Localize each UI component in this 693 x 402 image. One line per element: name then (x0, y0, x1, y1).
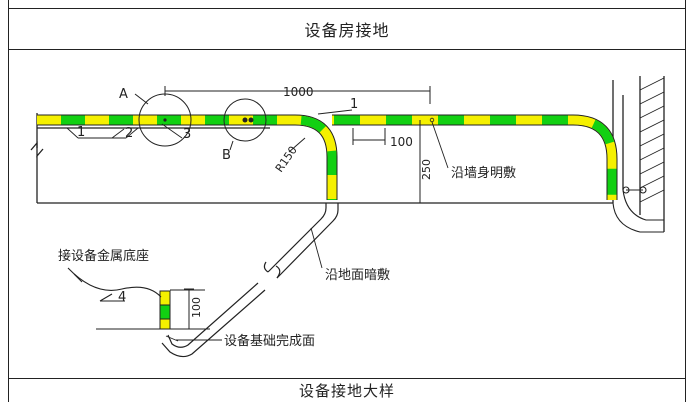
tag-3: 3 (183, 127, 191, 142)
equipment-base-label: 接设备金属底座 (58, 248, 149, 264)
tag-1-left: 1 (77, 125, 85, 140)
detail-circle-b (223, 98, 267, 142)
lead-wire (67, 267, 162, 298)
wall-surface-label: 沿墙身明敷 (451, 165, 516, 181)
detail-label-a: A (119, 87, 128, 102)
detail-title: 设备接地大样 (298, 382, 395, 400)
bolt-dots (163, 117, 435, 123)
foundation-finish-label: 设备基础完成面 (224, 333, 315, 349)
page-title: 设备房接地 (304, 21, 390, 40)
footer-bar: 设备接地大样 (8, 378, 686, 402)
leader-a (134, 93, 149, 105)
tag-2: 2 (125, 126, 133, 141)
detail-label-b: B (222, 148, 231, 163)
equipment-stub (159, 290, 171, 330)
wall-entry (612, 186, 664, 233)
drawing-frame (8, 0, 686, 402)
title-bar: 设备房接地 (8, 8, 686, 50)
floor-concealed-label: 沿地面暗敷 (325, 268, 390, 283)
dimension-1000: 1000 (283, 85, 314, 99)
radius-label: R150 (273, 144, 300, 175)
tag-leaders (66, 109, 449, 342)
tag-1-top: 1 (350, 97, 358, 112)
tag-4: 4 (118, 290, 126, 305)
radius-leader (288, 137, 306, 153)
dimension-100-bottom: 100 (190, 297, 203, 318)
concealed-conductor (161, 203, 339, 358)
dimension-lines (164, 86, 431, 330)
wall-hatch (639, 77, 665, 203)
break-symbol-left (30, 141, 44, 158)
grounding-conductor (37, 114, 618, 200)
leader-b (229, 140, 234, 151)
dimension-250: 250 (420, 159, 433, 180)
dimension-100-top: 100 (390, 135, 413, 149)
